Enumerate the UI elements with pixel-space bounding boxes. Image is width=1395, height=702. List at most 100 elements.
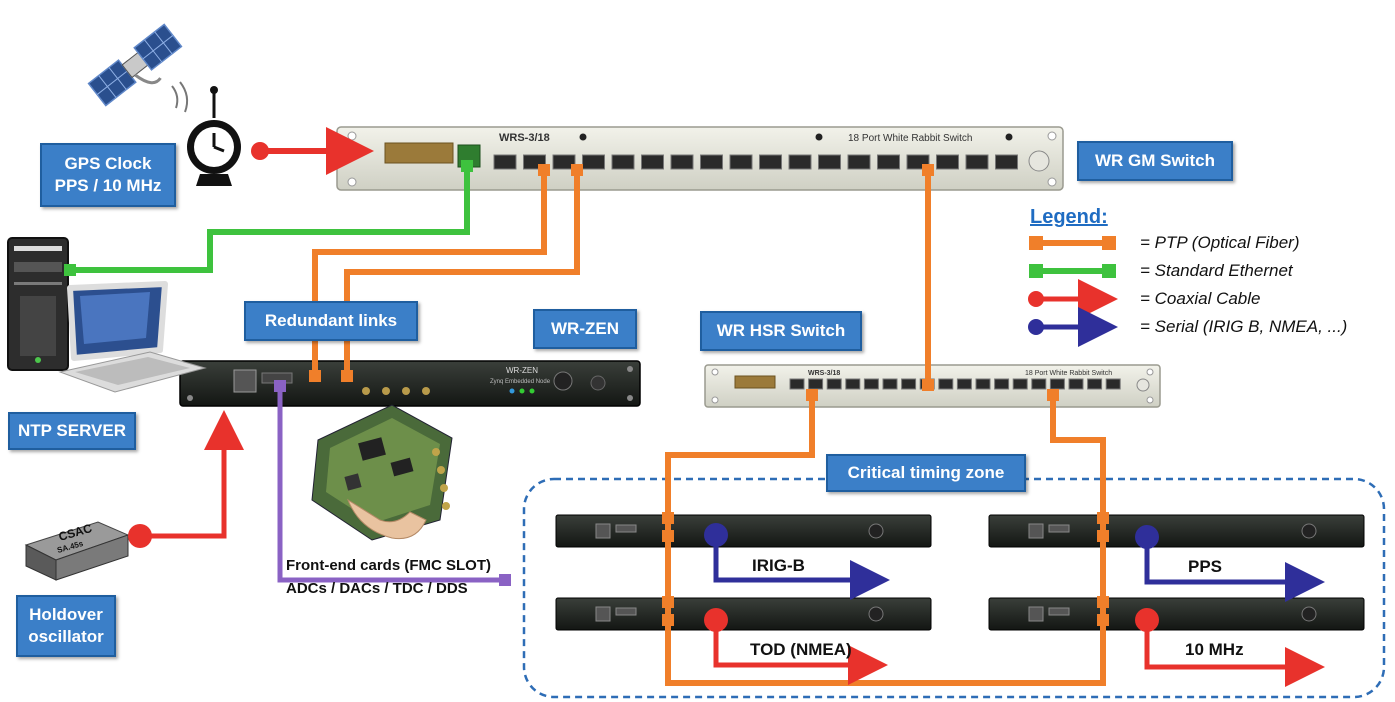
holdover-label-line2: oscillator (28, 627, 104, 646)
wr-zen-unit-port (615, 607, 637, 616)
wr-zen-unit (988, 597, 1365, 631)
hsr-switch-port (1068, 378, 1084, 390)
wr-zen-unit-knob (1301, 606, 1317, 622)
legend-item-fiber: = PTP (Optical Fiber) (1140, 233, 1300, 252)
wr-zen-unit-port (1048, 607, 1070, 616)
csac-oscillator-icon: CSAC SA.45s (24, 521, 130, 581)
wr-zen-unit-knob (868, 523, 884, 539)
hsr-switch-title: 18 Port White Rabbit Switch (1025, 370, 1112, 377)
legend-fiber-swatch (1029, 236, 1116, 250)
tod-nmea-output-label: TOD (NMEA) (750, 640, 852, 659)
wr-zen-unit (988, 514, 1365, 548)
hsr-switch-port (808, 378, 824, 390)
gm-switch-port (641, 154, 664, 170)
wr-zen-unit-port (595, 523, 611, 539)
hsr-switch-port (1105, 378, 1121, 390)
gm-switch-port (670, 154, 694, 170)
gm-switch-port (877, 154, 900, 170)
hsr-switch-port (1031, 378, 1047, 390)
gm-switch-port (729, 154, 753, 170)
gm-switch-port (611, 154, 635, 170)
gm-switch-port (788, 154, 812, 170)
coax-lines (128, 127, 374, 548)
gm-switch-port (759, 154, 782, 170)
hsr-switch-port (882, 378, 898, 390)
pps-output-label: PPS (1188, 557, 1223, 576)
hsr-switch-port (1087, 378, 1103, 390)
redundant-links-label: Redundant links (244, 301, 418, 341)
wr-zen-unit-body (555, 597, 932, 631)
hsr-switch-port (938, 378, 954, 390)
gm-switch-port (818, 154, 841, 170)
zen-main-subtitle: Zynq Embedded Node (490, 379, 551, 385)
front-end-cards-icon (311, 404, 453, 541)
wr-zen-unit-body (988, 597, 1365, 631)
gm-switch-title: 18 Port White Rabbit Switch (848, 133, 973, 144)
hsr-switch-port (863, 378, 879, 390)
legend-title: Legend: (1030, 206, 1108, 228)
signal-waves-icon (171, 81, 189, 113)
wr-zen-label: WR-ZEN (533, 309, 637, 349)
gm-switch-port (995, 154, 1018, 170)
legend-item-ethernet: = Standard Ethernet (1140, 261, 1293, 280)
wr-zen-unit-knob (1301, 523, 1317, 539)
hsr-switch-ports (789, 378, 1121, 390)
gps-clock-label-line1: GPS Clock (64, 154, 152, 173)
hsr-switch-port (994, 378, 1010, 390)
holdover-label-line1: Holdover (29, 605, 103, 624)
gm-switch-port (700, 154, 723, 170)
wr-gm-switch-device: WRS-3/18 18 Port White Rabbit Switch (336, 126, 1064, 191)
legend-ethernet-swatch (1029, 264, 1116, 278)
critical-timing-zone-border (522, 477, 1386, 699)
wr-zen-unit-port (1028, 523, 1044, 539)
zen-main-title: WR-ZEN (506, 366, 538, 375)
ntp-server-computer-icon (7, 237, 207, 393)
hsr-switch-port (845, 378, 861, 390)
wr-zen-unit-port (595, 606, 611, 622)
gps-clock-label: GPS Clock PPS / 10 MHz (40, 143, 176, 207)
ethernet-line (64, 160, 473, 276)
legend-item-coax: = Coaxial Cable (1140, 289, 1261, 308)
hsr-switch-model: WRS-3/18 (808, 370, 840, 377)
gps-clock-label-line2: PPS / 10 MHz (54, 176, 162, 195)
gm-switch-model: WRS-3/18 (499, 132, 550, 144)
gm-switch-port (582, 154, 605, 170)
wr-zen-unit-body (988, 514, 1365, 548)
ntp-server-label: NTP SERVER (8, 412, 136, 450)
wr-zen-unit-port (1028, 606, 1044, 622)
legend-coax-swatch (1028, 279, 1118, 319)
output-signals (704, 523, 1325, 687)
wr-zen-unit-port (615, 524, 637, 533)
wr-zen-unit (555, 597, 932, 631)
hsr-switch-port (1012, 378, 1028, 390)
irig-b-output-label: IRIG-B (752, 556, 805, 575)
front-end-cards-text-line2: ADCs / DACs / TDC / DDS (286, 580, 468, 597)
satellite-icon (87, 23, 183, 107)
hsr-switch-port (901, 378, 917, 390)
legend-serial-swatch (1028, 307, 1118, 347)
gm-switch-port (847, 154, 871, 170)
10mhz-output-label: 10 MHz (1185, 640, 1244, 659)
wr-zen-unit-port (1048, 524, 1070, 533)
wr-hsr-switch-label: WR HSR Switch (700, 311, 862, 351)
fiber-connectors (309, 164, 1109, 626)
hsr-switch-port (1049, 378, 1065, 390)
legend-swatches (1028, 236, 1118, 347)
hsr-switch-port (826, 378, 842, 390)
front-end-cards-text-line1: Front-end cards (FMC SLOT) (286, 557, 491, 574)
hsr-switch-port (956, 378, 972, 390)
hsr-switch-port (975, 378, 991, 390)
wr-zen-main-device: WR-ZEN Zynq Embedded Node (179, 360, 641, 407)
critical-timing-zone-label: Critical timing zone (826, 454, 1026, 492)
gps-clock-icon (187, 86, 241, 186)
wr-zen-unit-knob (868, 606, 884, 622)
legend-item-serial: = Serial (IRIG B, NMEA, ...) (1140, 317, 1348, 336)
gm-switch-ports (493, 154, 1018, 170)
gm-switch-port (552, 154, 576, 170)
gm-switch-port (936, 154, 959, 170)
wr-gm-switch-label: WR GM Switch (1077, 141, 1233, 181)
gm-switch-port (965, 154, 989, 170)
wr-zen-unit (555, 514, 932, 548)
hsr-switch-port (789, 378, 805, 390)
